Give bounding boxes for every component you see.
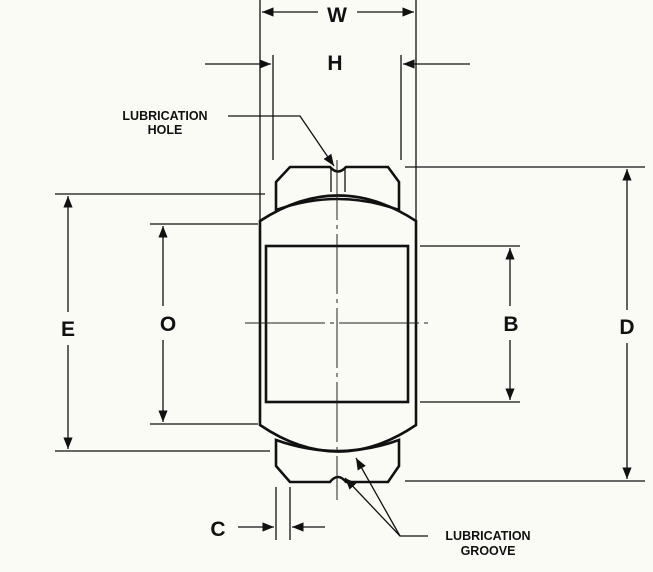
dim-label-h: H [327,52,342,75]
center-lines [245,160,432,500]
dim-label-b: B [503,313,518,336]
lubrication-hole-label-line1: LUBRICATION [122,109,207,123]
lubrication-hole-label-line2: HOLE [148,123,183,137]
lubrication-groove-label-line1: LUBRICATION [445,529,530,543]
dim-label-c: C [210,518,225,541]
dim-label-w: W [327,4,347,27]
dimension-arrows [63,7,632,537]
lubrication-groove-label-line2: GROOVE [461,544,516,558]
extension-lines [55,0,645,540]
dim-label-e: E [61,318,75,341]
dim-label-o: O [160,313,176,336]
dim-label-d: D [619,316,634,339]
